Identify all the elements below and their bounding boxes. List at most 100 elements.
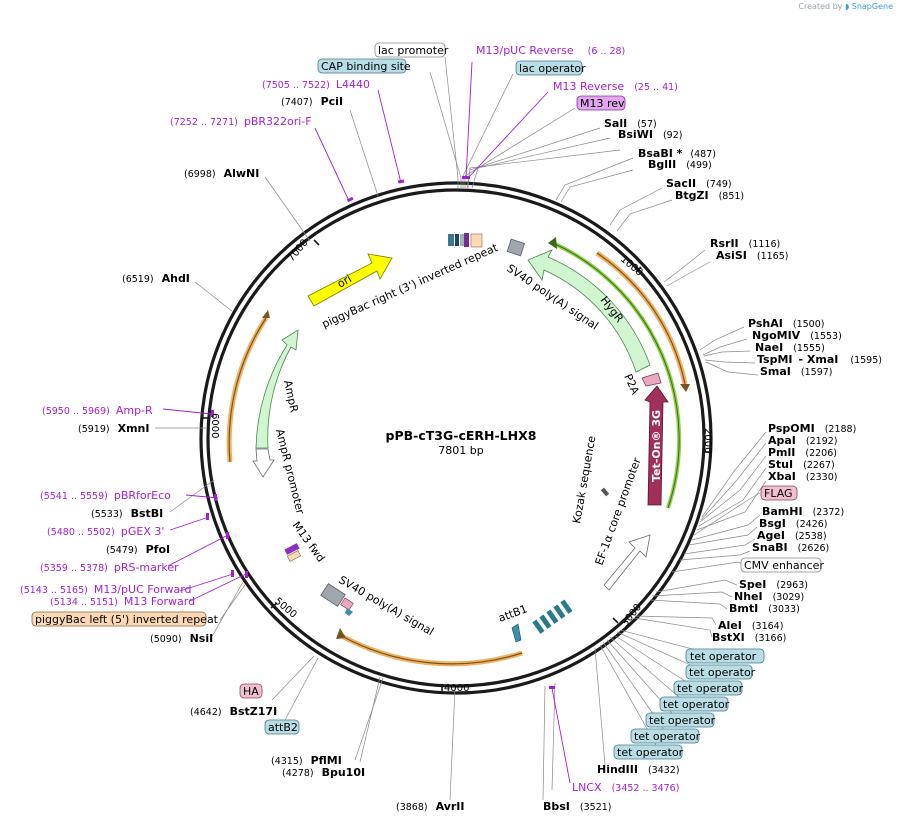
- flag-label: FLAG: [764, 487, 793, 500]
- backbone-outer: [199, 181, 713, 695]
- primer-pbr322ori: (7252 .. 7271)pBR322ori-F: [170, 115, 312, 128]
- tet-operator-labels: tet operator tet operator tet operator t…: [613, 648, 765, 760]
- sv40-bottom-orange-line: [337, 633, 523, 665]
- hygr-arrow: [527, 249, 651, 373]
- primer-m13-fwd: (5134 .. 5151)M13 Forward: [50, 595, 195, 608]
- enzyme-snabi: SnaBI(2626): [752, 541, 829, 554]
- cmv-label: CMV enhancer: [744, 559, 824, 572]
- attb2-label: attB2: [268, 721, 298, 734]
- lac-promoter-label: lac promoter: [378, 44, 449, 57]
- tet-operator-2: tet operator: [689, 666, 756, 679]
- enzyme-apai: ApaI(2192): [768, 434, 838, 447]
- enzyme-bglii: BglII(499): [648, 158, 712, 171]
- m13fwd-box-orange: [286, 550, 302, 562]
- enzyme-bstxi: BstXI(3166): [712, 631, 786, 644]
- enzyme-bmti: BmtI(3033): [729, 602, 800, 615]
- brand-name: SnapGene: [851, 2, 893, 11]
- attb1-label: attB1: [497, 602, 530, 624]
- enzyme-bsabi: BsaBI *(487): [638, 147, 716, 160]
- ampr-promoter-label: AmpR promoter: [273, 428, 307, 516]
- enzyme-pmli: PmlI(2206): [768, 446, 837, 459]
- enzyme-labels-left: (3868)AvrII (4278)Bpu10I (4315)PflMI (46…: [78, 95, 465, 813]
- snapgene-brand: Created by ◗ SnapGene: [798, 2, 893, 11]
- primer-m13-rev: M13 Reverse(25 .. 41): [553, 80, 678, 93]
- enzyme-tspmi-xmai: TspMI- XmaI(1595): [757, 353, 882, 366]
- tick-7000: 7000: [286, 237, 311, 264]
- enzyme-bstz17i: (4642)BstZ17I: [190, 705, 277, 718]
- feature-arcs: [226, 233, 690, 667]
- plasmid-name: pPB-cT3G-cERH-LHX8: [386, 428, 537, 443]
- enzyme-btgzi: BtgZI(851): [675, 189, 744, 202]
- enzyme-rsrii: RsrII(1116): [710, 237, 780, 250]
- sv40-bottom-box: [320, 583, 346, 607]
- enzyme-bsiwi: BsiWI(92): [618, 128, 682, 141]
- m13-rev-label: M13 rev: [580, 97, 625, 110]
- ampr-orange-line: [228, 317, 267, 463]
- sv40-bottom-pink: [340, 597, 354, 611]
- enzyme-bpu10i: (4278)Bpu10I: [282, 766, 365, 779]
- tet-operator-3: tet operator: [677, 682, 744, 695]
- cap-site-label: CAP binding site: [321, 60, 411, 73]
- hygr-green-line: [552, 242, 680, 509]
- p2a-label: P2A: [621, 372, 642, 397]
- outer-feature-boxes: lac promoter CAP binding site lac operat…: [31, 42, 824, 760]
- tick-4000: 4000: [444, 683, 469, 694]
- enzyme-pflmi: (4315)PflMI: [271, 754, 342, 767]
- enzyme-pshai: PshAI(1500): [748, 317, 824, 330]
- teton-label: Tet-On® 3G: [650, 410, 663, 482]
- enzyme-asisi: AsiSI(1165): [716, 249, 788, 262]
- tet-operator-6: tet operator: [634, 730, 701, 743]
- backbone-inner: [206, 188, 706, 688]
- sv40-bottom-orange-arrowhead: [336, 628, 346, 639]
- enzyme-pcii: (7407)PciI: [281, 95, 343, 108]
- primer-lncx: LNCX(3452 .. 3476): [572, 781, 679, 794]
- enzyme-pfoi: (5479)PfoI: [106, 543, 170, 556]
- enzyme-avrii: (3868)AvrII: [396, 800, 465, 813]
- kozak-mark: [600, 487, 610, 497]
- enzyme-alwni: (6998)AlwNI: [184, 167, 259, 180]
- ampr-promoter-arrow: [252, 448, 275, 478]
- primer-pbrforeco: (5541 .. 5559)pBRforEco: [40, 489, 171, 502]
- brand-created-by: Created by: [798, 2, 843, 11]
- snapgene-logo-icon: ◗: [844, 2, 850, 11]
- primer-marks: [206, 176, 555, 689]
- enzyme-xbai: XbaI(2330): [768, 470, 837, 483]
- enzyme-alei: AleI(3164): [718, 619, 783, 632]
- primer-lines: [162, 61, 571, 784]
- ampr-arrow: [255, 329, 299, 449]
- enzyme-bstbi: (5533)BstBI: [91, 507, 163, 520]
- enzyme-bbsi: BbsI(3521): [543, 800, 612, 813]
- primer-prs-marker: (5359 .. 5378)pRS-marker: [40, 561, 179, 574]
- ha-label: HA: [243, 685, 259, 698]
- tet-operator-7: tet operator: [617, 746, 684, 759]
- enzyme-pspomi: PspOMI(2188): [768, 422, 856, 435]
- enzyme-spei: SpeI(2963): [739, 578, 808, 591]
- enzyme-ngomiv: NgoMIV(1553): [752, 329, 842, 342]
- ori-arrow: [307, 253, 393, 307]
- enzyme-ahdi: (6519)AhdI: [122, 272, 190, 285]
- ampr-label: AmpR: [281, 379, 301, 414]
- pb-left-label: piggyBac left (5') inverted repeat: [35, 613, 219, 626]
- primer-labels: M13/pUC Reverse(6 .. 28) M13 Reverse(25 …: [20, 44, 679, 794]
- enzyme-bamhi: BamHI(2372): [762, 505, 844, 518]
- attb2-marker: [345, 608, 353, 616]
- kozak-label: Kozak sequence: [570, 435, 598, 525]
- tick-6000: 6000: [209, 413, 220, 438]
- enzyme-sali: SalI(57): [604, 117, 657, 130]
- ori-label: ori: [335, 272, 354, 290]
- p2a-arrow: [641, 372, 662, 387]
- enzyme-nhei: NheI(3029): [734, 590, 804, 603]
- ampr-orange-arrowhead: [262, 310, 270, 318]
- primer-m13puc-rev: M13/pUC Reverse(6 .. 28): [476, 44, 625, 57]
- hygr-orange-arrowhead: [680, 384, 690, 392]
- primer-m13puc-fwd: (5143 .. 5165)M13/pUC Forward: [20, 583, 192, 596]
- hygr-orange-line: [596, 252, 686, 385]
- hygr-green-arrowhead: [548, 237, 557, 249]
- lac-operator-label: lac operator: [519, 62, 586, 75]
- enzyme-smai: SmaI(1597): [760, 365, 833, 378]
- primer-l4440: (7505 .. 7522)L4440: [262, 78, 370, 91]
- primer-amp-r: (5950 .. 5969)Amp-R: [42, 404, 153, 417]
- enzyme-hindiii: HindIII(3432): [597, 763, 680, 776]
- teton-arrow: [644, 385, 669, 506]
